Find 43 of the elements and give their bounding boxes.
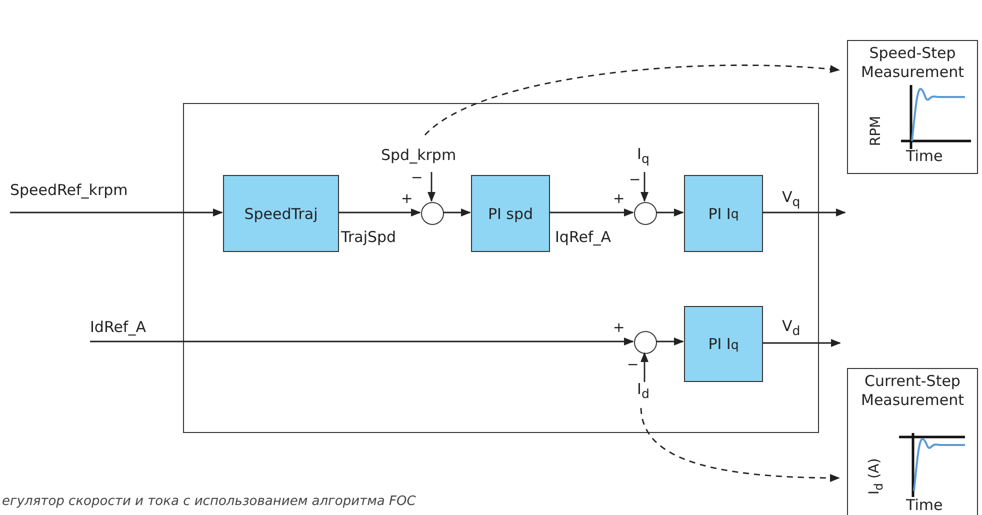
measurement-panel xyxy=(847,368,978,515)
signal-arrow xyxy=(640,172,648,202)
signal-label: V$_{d}$ xyxy=(782,317,800,338)
signal-label: I$_{q}$ xyxy=(637,145,650,166)
summing-junction xyxy=(421,202,444,225)
signal-arrow xyxy=(10,208,223,216)
measurement-panel xyxy=(847,40,978,174)
signal-label: TrajSpd xyxy=(341,228,396,246)
signal-label: V$_{q}$ xyxy=(782,188,800,209)
axis-label: Time xyxy=(906,147,943,165)
axis-label: RPM xyxy=(868,114,884,148)
summing-junction xyxy=(634,331,657,354)
controller-block: PI spd xyxy=(471,175,550,252)
sign-mark: − xyxy=(627,357,639,373)
signal-label: SpeedRef_krpm xyxy=(10,181,128,199)
signal-arrow xyxy=(656,338,684,346)
signal-label: IqRef_A xyxy=(555,228,611,246)
sign-mark: − xyxy=(411,170,423,186)
dashed-arrow xyxy=(640,408,840,482)
controller-block: SpeedTraj xyxy=(223,175,339,252)
summing-junction xyxy=(634,202,657,225)
sign-mark: + xyxy=(401,191,413,207)
caption: егулятор скорости и тока с использованием алгоритма FOC xyxy=(2,494,416,509)
dashed-arrow xyxy=(424,64,840,136)
signal-arrow xyxy=(656,208,684,216)
sign-mark: + xyxy=(613,320,625,336)
panel-title: Current-Step Measurement xyxy=(860,372,965,410)
sign-mark: + xyxy=(613,191,625,207)
signal-arrow xyxy=(549,208,634,216)
signal-label: Spd_krpm xyxy=(381,146,456,164)
signal-arrow xyxy=(443,208,471,216)
axis-label: Time xyxy=(906,496,943,514)
signal-label: I$_{d}$ xyxy=(637,380,650,401)
signal-label: IdRef_A xyxy=(90,318,146,336)
subsystem-frame xyxy=(183,103,819,433)
signal-arrow xyxy=(428,172,436,202)
signal-arrow xyxy=(640,352,648,382)
signal-arrow xyxy=(762,208,846,216)
panel-title: Speed-Step Measurement xyxy=(860,44,965,82)
signal-arrow xyxy=(762,339,841,347)
signal-arrow xyxy=(90,338,634,346)
signal-arrow xyxy=(338,208,421,216)
sign-mark: − xyxy=(629,172,641,188)
